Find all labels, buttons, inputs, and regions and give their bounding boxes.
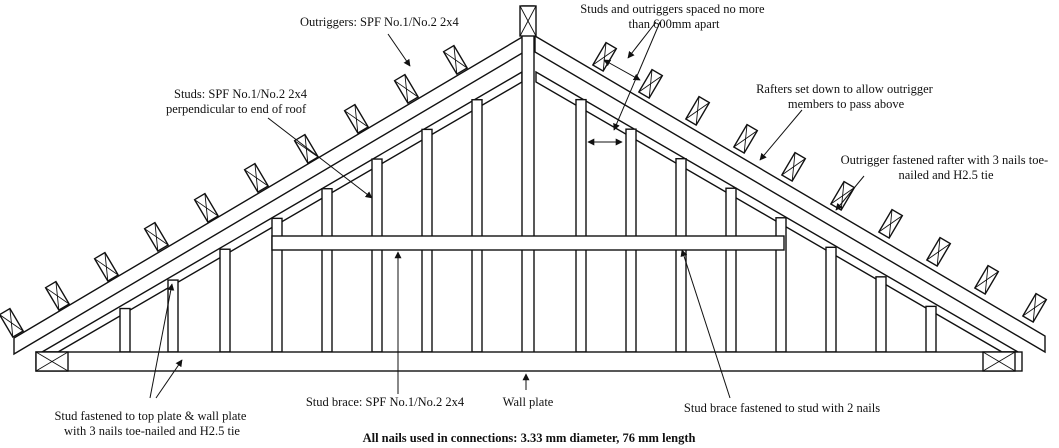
outrigger-left-6 [243,162,270,194]
stud-right-4 [725,187,737,353]
outrigger-left-10 [442,44,469,76]
label-studs: Studs: SPF No.1/No.2 2x4 perpendicular t… [166,87,310,116]
outrigger-right-7 [877,208,904,240]
outrigger-left-7 [293,133,320,165]
stud-right-1 [575,98,587,353]
footnote: All nails used in connections: 3.33 mm d… [363,431,696,445]
label-outrigger-fastened-line1: Outrigger fastened rafter with 3 nails t… [841,153,1049,167]
label-studs-line2: perpendicular to end of roof [166,102,307,116]
outrigger-left-1 [0,307,25,339]
stud-right-8 [925,305,937,353]
label-outriggers: Outriggers: SPF No.1/No.2 2x4 [300,15,459,29]
label-spacing-line1: Studs and outriggers spaced no more [580,2,765,16]
label-stud-fastened-line2: with 3 nails toe-nailed and H2.5 tie [64,424,240,438]
stud-right-7 [875,276,887,353]
stud-left-5 [321,188,333,353]
label-outrigger-fastened: Outrigger fastened rafter with 3 nails t… [841,153,1052,182]
label-spacing: Studs and outriggers spaced no more than… [580,2,767,31]
left-rafter [13,34,525,356]
label-brace-fastened: Stud brace fastened to stud with 2 nails [684,401,880,415]
label-spacing-line2: than 600mm apart [629,17,720,31]
stud-left-8 [471,99,483,353]
outrigger-right-2 [637,68,664,100]
stud-right-3 [675,158,687,353]
label-outrigger-fastened-line2: nailed and H2.5 tie [898,168,994,182]
annotations: Outriggers: SPF No.1/No.2 2x4 Studs and … [54,2,1052,445]
wall-plate [35,351,1023,372]
center-post [521,5,535,355]
stud-left-3 [219,248,231,353]
outrigger-right-1 [591,41,618,73]
label-rafters-line2: members to pass above [788,97,905,111]
stud-left-2 [167,279,179,353]
stud-right-6 [825,246,837,353]
outrigger-left-9 [393,73,420,105]
outrigger-left-4 [143,221,170,253]
stud-left-1 [119,307,131,353]
label-wall-plate: Wall plate [503,395,554,409]
outrigger-right-3 [684,95,711,127]
label-studs-line1: Studs: SPF No.1/No.2 2x4 [174,87,308,101]
outrigger-blocks [0,41,1048,339]
outrigger-left-3 [93,251,120,283]
outrigger-right-8 [925,236,952,268]
label-rafters: Rafters set down to allow outrigger memb… [756,82,936,111]
label-rafters-line1: Rafters set down to allow outrigger [756,82,934,96]
stud-brace [271,235,785,251]
leader-lines [149,21,865,399]
outrigger-right-4 [732,123,759,155]
label-stud-brace: Stud brace: SPF No.1/No.2 2x4 [306,395,465,409]
outrigger-right-6 [829,180,856,212]
label-stud-fastened-line1: Stud fastened to top plate & wall plate [54,409,246,423]
outrigger-right-10 [1021,292,1048,324]
outrigger-right-9 [973,264,1000,296]
right-rafter [534,34,1046,354]
stud-left-6 [371,158,383,353]
label-stud-fastened: Stud fastened to top plate & wall plate … [54,409,249,438]
outrigger-left-8 [343,103,370,135]
outrigger-right-5 [780,151,807,183]
outrigger-left-2 [44,280,71,312]
outrigger-left-5 [193,192,220,224]
